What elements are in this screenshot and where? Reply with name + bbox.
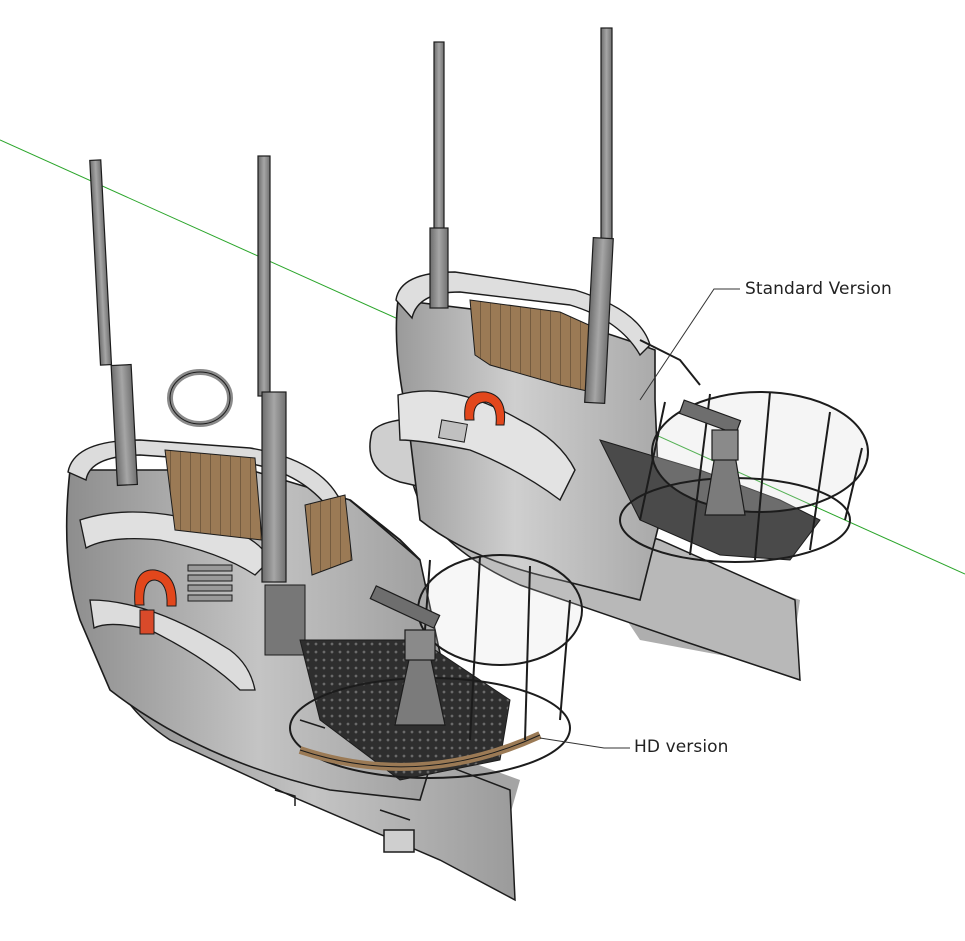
standard-mast-right-base: [584, 236, 614, 405]
hd-wood-panel-right: [304, 494, 353, 576]
hd-callout-line: [539, 737, 630, 749]
standard-lifebuoy-icon: [464, 391, 506, 426]
hd-version-label: HD version: [634, 737, 729, 757]
hd-railing: [289, 499, 583, 779]
standard-mast-right: [600, 27, 613, 244]
hd-mast-left-base: [110, 363, 139, 487]
standard-version-label: Standard Version: [745, 279, 892, 299]
hd-vents: [187, 564, 233, 602]
hd-lifebuoy-icon: [134, 569, 177, 635]
hd-version-model[interactable]: [65, 155, 583, 902]
hd-lower-band: [89, 599, 256, 691]
standard-mast-left: [433, 41, 445, 233]
standard-aa-gun: [678, 399, 746, 516]
hd-periscope-housing: [264, 584, 306, 656]
standard-wood-panel: [469, 299, 606, 396]
hd-mast-right-base: [261, 391, 287, 583]
standard-version-model[interactable]: [369, 27, 869, 682]
hd-mast-left: [89, 159, 113, 366]
hd-grab-handles: [274, 719, 415, 853]
standard-hatch: [438, 419, 468, 443]
standard-mast-left-base: [429, 227, 449, 309]
hd-aa-gun: [369, 585, 446, 726]
hd-mast-right: [257, 155, 271, 397]
hd-wood-panel: [164, 449, 263, 541]
standard-callout-line: [639, 288, 740, 401]
